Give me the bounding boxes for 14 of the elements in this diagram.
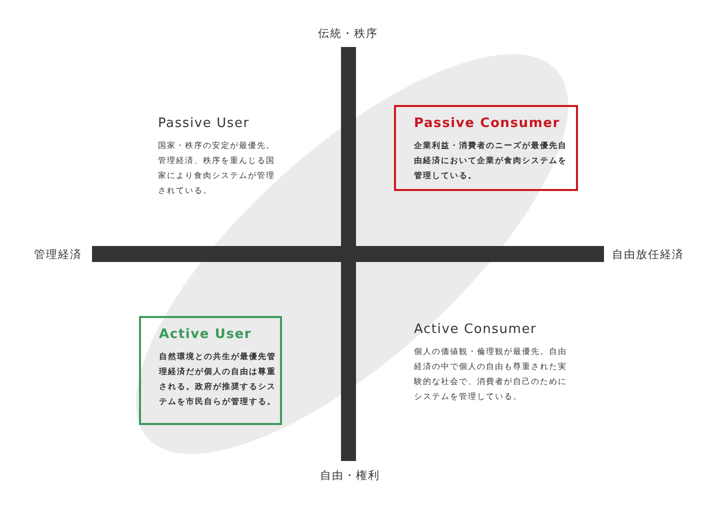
quadrant-heading: Passive User (158, 116, 250, 131)
axis-label: 伝統・秩序 (318, 26, 378, 41)
quadrant-heading: Active Consumer (414, 322, 537, 337)
quadrant-description: 自然環境との共生が最優先管理経済だが個人の自由は尊重される。政府が推奨するシステムを市民自らが管理する。 (159, 351, 277, 408)
quadrant-description: 個人の価値観・倫理観が最優先。自由経済の中で個人の自由も尊重された実験的な社会で、消費者が自己のためにシステムを管理している。 (414, 346, 568, 403)
quadrant-box (139, 316, 282, 425)
quadrant-box (394, 105, 578, 191)
quadrant-description: 企業利益・消費者のニーズが最優先自由経済において企業が食肉システムを管理している。 (414, 140, 568, 182)
quadrant-heading: Passive Consumer (414, 116, 560, 131)
quadrant-heading: Active User (159, 327, 252, 342)
quadrant-description: 国家・秩序の安定が最優先。管理経済、秩序を重んじる国家により食肉システムが管理されている。 (158, 140, 276, 197)
axis-label: 管理経済 (34, 247, 82, 262)
axis-label: 自由放任経済 (612, 247, 684, 262)
axis-label: 自由・権利 (320, 468, 380, 483)
